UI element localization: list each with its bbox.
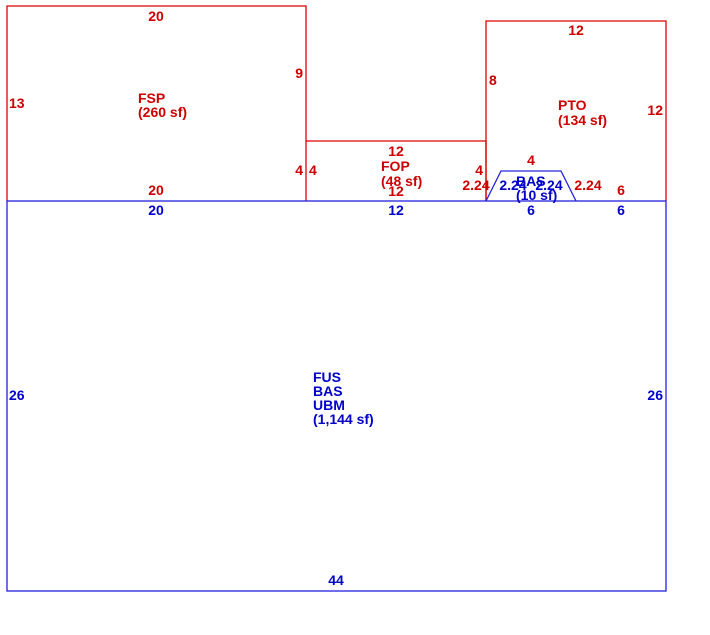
- bay-label: BAS: [516, 173, 546, 189]
- dim-fsp-step: 4: [295, 162, 303, 178]
- bay-area: (10 sf): [516, 187, 557, 203]
- dim-fsp-bottom: 20: [148, 182, 164, 198]
- dim-fop-bottom: 12: [388, 183, 404, 199]
- fsp-area: (260 sf): [138, 104, 187, 120]
- main-label-fus: FUS: [313, 369, 341, 385]
- dim-main-top-bay: 6: [527, 202, 535, 218]
- dim-pto-bottom: 6: [617, 182, 625, 198]
- main-area: (1,144 sf): [313, 411, 374, 427]
- pto-area: (134 sf): [558, 112, 607, 128]
- dim-bay-top: 4: [527, 152, 535, 168]
- pto-outline: [485, 20, 667, 201]
- dim-bay-right-inner: 2.24: [535, 177, 562, 193]
- dim-fop-top: 12: [388, 143, 404, 159]
- fop-area: (48 sf): [381, 173, 422, 189]
- dim-fop-left: 4: [309, 162, 317, 178]
- main-label-ubm: UBM: [313, 397, 345, 413]
- fsp-label: FSP: [138, 90, 165, 106]
- dim-fsp-top: 20: [148, 8, 164, 24]
- dim-bay-right-outer: 2.24: [574, 177, 601, 193]
- dim-pto-top: 12: [568, 22, 584, 38]
- dim-main-left: 26: [9, 387, 25, 403]
- main-label-bas: BAS: [313, 383, 343, 399]
- dim-main-top-right: 6: [617, 202, 625, 218]
- dim-main-top-left: 20: [148, 202, 164, 218]
- dim-main-top-mid: 12: [388, 202, 404, 218]
- fsp-outline: [6, 5, 307, 201]
- main-building-outline: [6, 200, 667, 592]
- pto-label: PTO: [558, 97, 587, 113]
- dim-bay-left-outer: 2.24: [462, 177, 489, 193]
- dim-pto-right: 12: [647, 102, 663, 118]
- dim-pto-left: 8: [489, 72, 497, 88]
- dim-main-bottom: 44: [328, 572, 344, 588]
- fop-label: FOP: [381, 158, 410, 174]
- dim-main-right: 26: [647, 387, 663, 403]
- dim-fop-right: 4: [475, 162, 483, 178]
- dim-bay-left-inner: 2.24: [499, 177, 526, 193]
- dim-fsp-left: 13: [9, 95, 25, 111]
- dim-fsp-right: 9: [295, 65, 303, 81]
- bay-outline: [485, 170, 577, 202]
